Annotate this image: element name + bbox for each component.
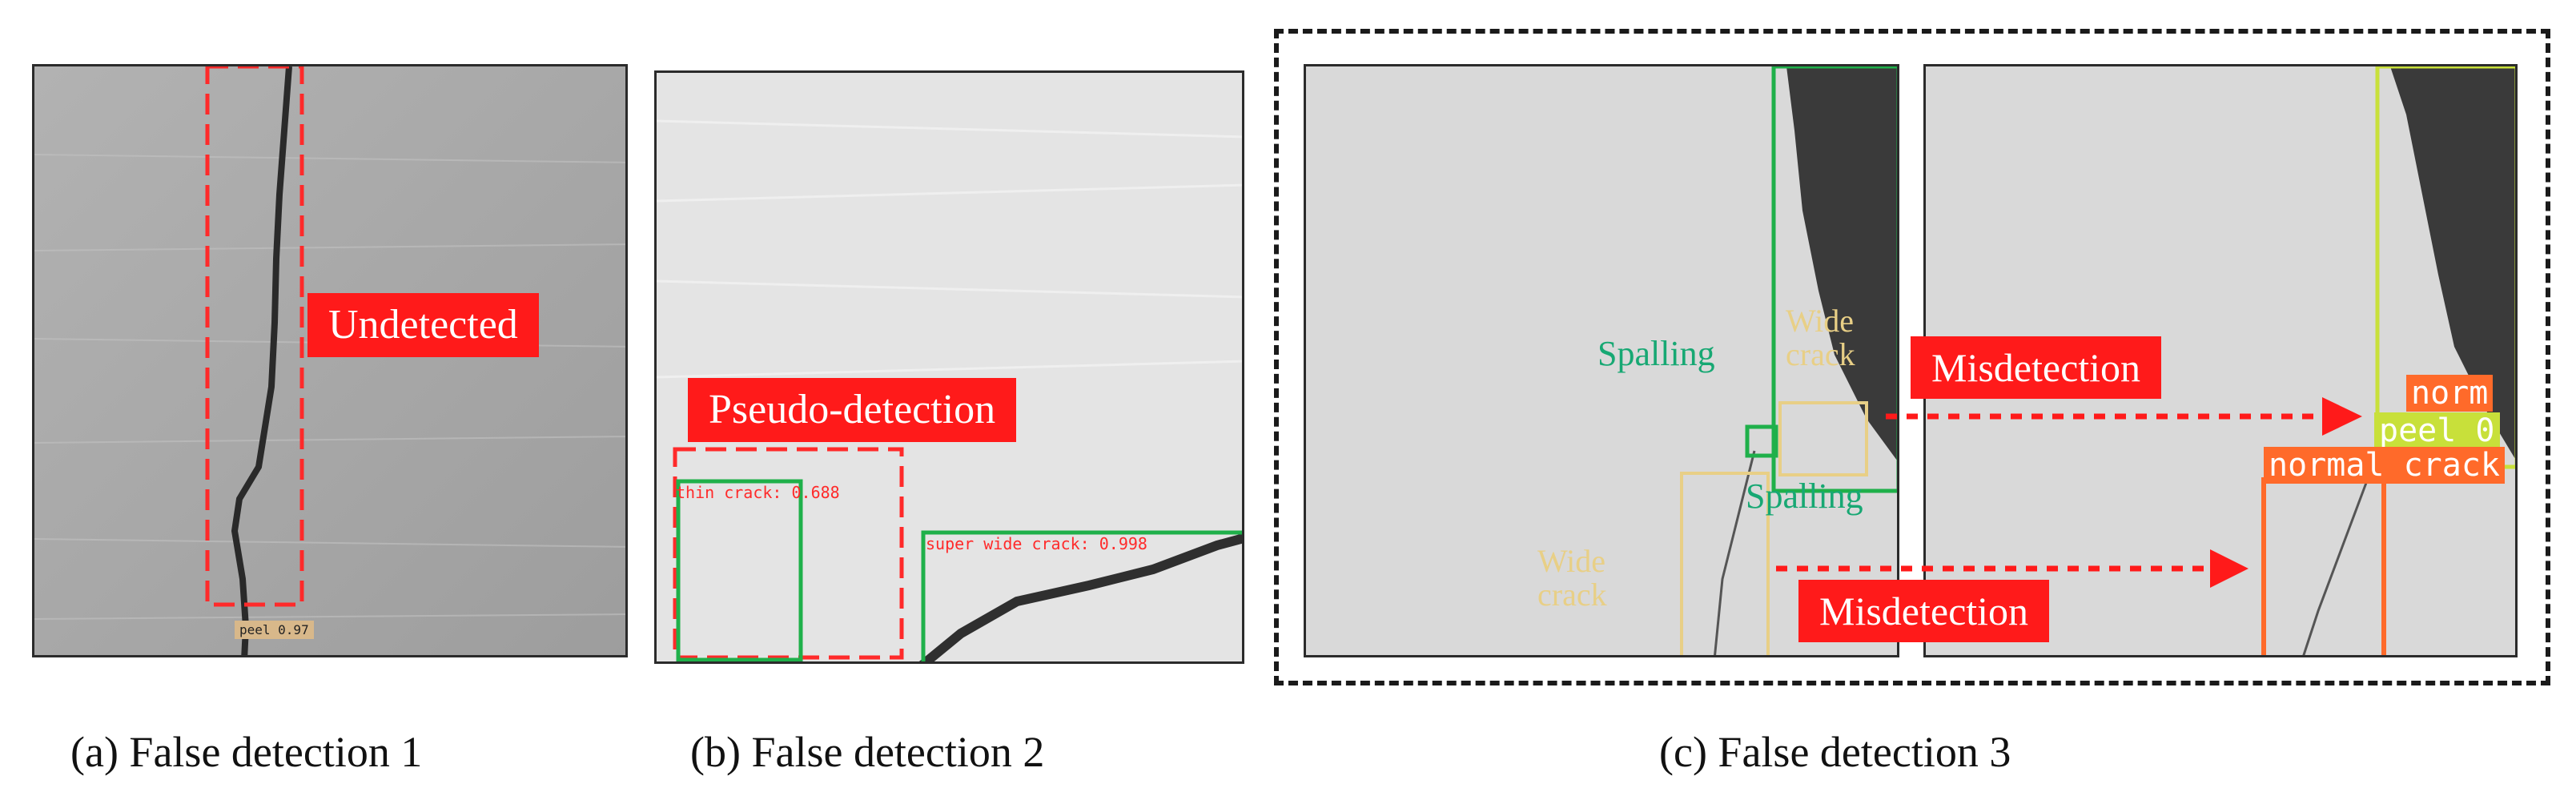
norm-tag: norm [2406, 375, 2494, 412]
wide-crack-box-lower [1680, 472, 1770, 655]
caption-c: (c) False detection 3 [1659, 728, 2011, 776]
panel-a-surface [34, 66, 625, 655]
panel-b-image: thin crack: 0.688 super wide crack: 0.99… [654, 70, 1244, 664]
super-wide-crack-box [921, 530, 1242, 661]
misdetection-label-1: Misdetection [1911, 336, 2162, 399]
wide-crack-box-upper [1778, 401, 1868, 476]
thin-crack-box [676, 479, 803, 661]
crack-line [231, 66, 292, 655]
pseudo-detection-label: Pseudo-detection [688, 378, 1017, 442]
super-wide-crack-line [918, 533, 1242, 661]
caption-b: (b) False detection 2 [690, 728, 1045, 776]
undetected-dashed-box [205, 66, 304, 607]
wide-crack-label-1: Wide crack [1786, 303, 1855, 372]
peel-detection-tag: peel 0.97 [235, 621, 314, 639]
thin-crack-tag: thin crack: 0.688 [676, 483, 840, 502]
panel-c-left-surface [1306, 66, 1897, 655]
panel-b-surface [657, 73, 1242, 661]
spalling-label-2: Spalling [1746, 476, 1863, 516]
peel-tag: peel 0 [2374, 412, 2500, 449]
crack-line-right [2302, 482, 2368, 655]
pseudo-detection-dashed-box [673, 447, 904, 660]
panel-c-frame [1274, 29, 2550, 685]
caption-a: (a) False detection 1 [70, 728, 423, 776]
thin-crack-line [1714, 450, 1756, 655]
panel-a-image: peel 0.97 [32, 64, 628, 657]
spalling-label-1: Spalling [1597, 334, 1715, 373]
misdetection-label-2: Misdetection [1798, 580, 2050, 642]
super-wide-crack-tag: super wide crack: 0.998 [926, 534, 1147, 553]
wide-crack-label-2: Wide crack [1537, 543, 1607, 613]
undetected-label: Undetected [307, 293, 539, 357]
spalling-box-small [1745, 424, 1778, 458]
spalling-region-right [2390, 66, 2515, 459]
spalling-box-large [1771, 66, 1897, 493]
panel-c-left-image [1304, 64, 1899, 657]
spalling-region [1786, 66, 1897, 460]
normal-crack-tag: normal crack [2264, 447, 2505, 484]
